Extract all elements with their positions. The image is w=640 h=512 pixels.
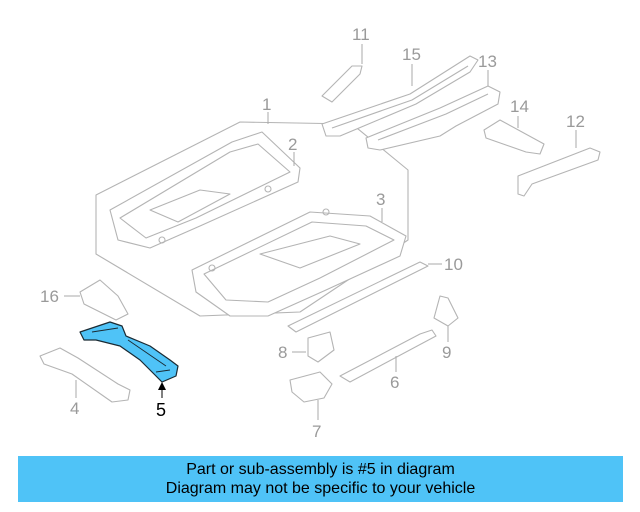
- info-banner: Part or sub-assembly is #5 in diagram Di…: [18, 456, 623, 502]
- callout-3: 3: [376, 190, 385, 209]
- part-8-bracket: [292, 331, 335, 363]
- banner-line-1: Part or sub-assembly is #5 in diagram: [186, 461, 455, 478]
- callout-14: 14: [510, 97, 529, 116]
- part-16-gusset: [64, 279, 129, 321]
- part-5-crossmember-highlighted: [79, 321, 179, 398]
- callout-1: 1: [262, 95, 271, 114]
- callout-9: 9: [442, 343, 451, 362]
- parts-diagram: 1 2 3 4 5 6 7 8 9 10 11 12 13 14 15 16: [39, 25, 601, 441]
- callout-2: 2: [288, 135, 297, 154]
- callout-16: 16: [40, 287, 59, 306]
- part-13-crossmember: [365, 70, 501, 151]
- part-12-bracket: [517, 130, 601, 197]
- part-14-bracket: [483, 116, 545, 155]
- callout-5: 5: [156, 400, 166, 420]
- callout-7: 7: [312, 422, 321, 441]
- part-15-rail: [321, 55, 479, 137]
- part-3-front-floor: [191, 208, 407, 317]
- callout-4: 4: [70, 399, 79, 418]
- callout-6: 6: [390, 373, 399, 392]
- part-11-bracket: [321, 44, 363, 103]
- part-4-crossmember: [39, 347, 131, 403]
- part-1-floor-pan-outline: [95, 112, 409, 317]
- part-10-sill-strip: [287, 261, 442, 333]
- callout-15: 15: [402, 45, 421, 64]
- callout-8: 8: [278, 343, 287, 362]
- callout-10: 10: [444, 255, 463, 274]
- part-2-rear-floor: [109, 131, 301, 249]
- callout-13: 13: [478, 52, 497, 71]
- callout-12: 12: [566, 112, 585, 131]
- banner-line-2: Diagram may not be specific to your vehi…: [165, 480, 476, 497]
- part-9-bracket: [433, 295, 459, 342]
- callout-11: 11: [352, 25, 370, 44]
- part-6-rocker-rail: [339, 329, 437, 383]
- part-7-bracket: [289, 371, 333, 420]
